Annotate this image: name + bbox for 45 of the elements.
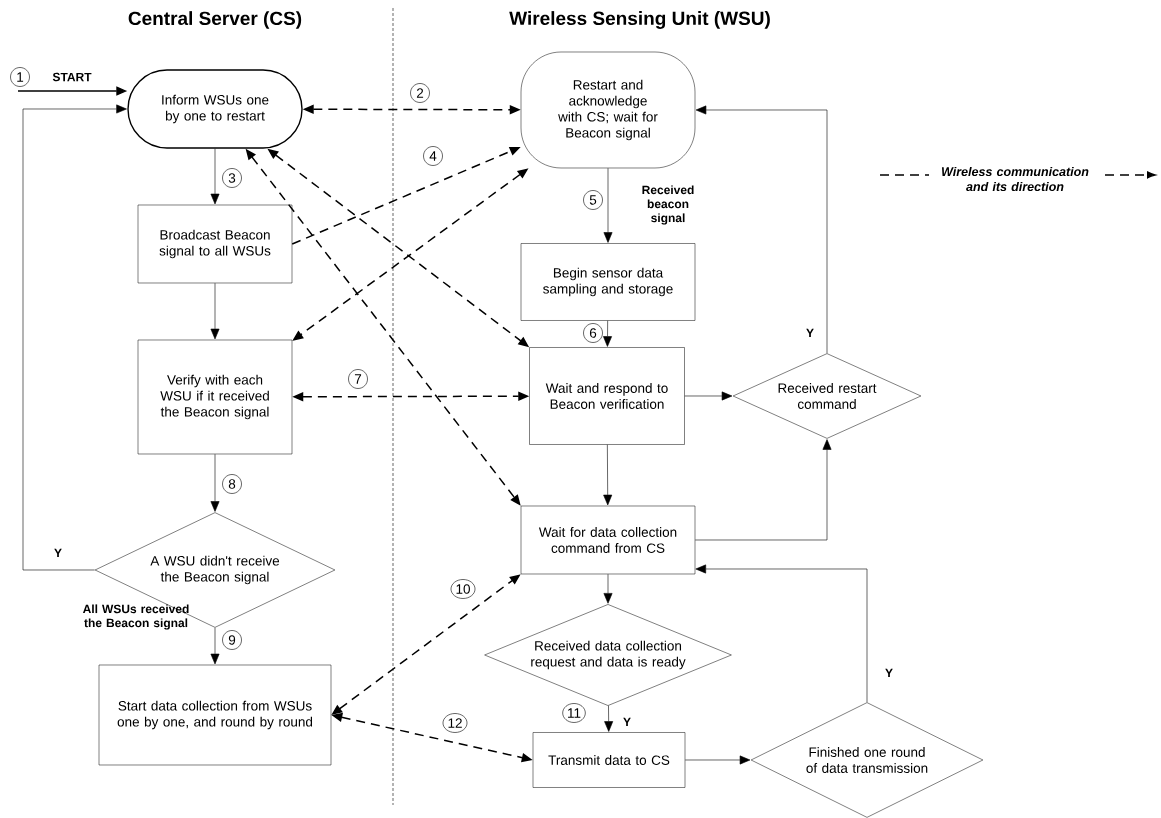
step-number: 5 — [583, 190, 603, 210]
process-box: Transmit data to CS — [532, 732, 686, 788]
step-number: 8 — [222, 474, 242, 494]
column-heading: Central Server (CS) — [128, 11, 302, 29]
terminal-box: Inform WSUs one by one to restart — [127, 69, 303, 149]
column-heading: Wireless Sensing Unit (WSU) — [509, 11, 770, 29]
process-box: Begin sensor data sampling and storage — [520, 243, 696, 321]
arrow — [210, 282, 220, 340]
start-label: START — [52, 72, 92, 82]
process-box: Wait and respond to Beacon verification — [529, 347, 685, 445]
arrow — [604, 705, 614, 732]
branch-label: Y — [623, 717, 631, 727]
arrow — [603, 320, 612, 347]
process-box: Wait for data collection command from CS — [520, 505, 696, 575]
branch-label: Y — [806, 328, 814, 338]
arrow — [684, 755, 751, 765]
terminal-box: Restart and acknowledge with CS; wait for Beacon signal — [520, 51, 696, 169]
step-number: 6 — [583, 323, 603, 343]
arrow — [603, 167, 613, 243]
step-number: 1 — [10, 67, 30, 87]
arrow — [210, 148, 220, 205]
process-box: Broadcast Beacon signal to all WSUs — [137, 204, 293, 284]
arrow — [22, 104, 127, 571]
arrow — [695, 564, 868, 703]
step-number: 10 — [450, 579, 476, 599]
step-number: 11 — [562, 703, 586, 723]
step-number: 7 — [348, 369, 368, 389]
step-number: 12 — [442, 713, 468, 733]
arrow — [210, 627, 220, 665]
arrow — [695, 105, 828, 354]
process-box: Verify with each WSU if it received the Beacon signal — [137, 339, 293, 455]
arrow — [210, 453, 220, 512]
step-number: 4 — [423, 146, 443, 166]
legend-text: Wireless communication and its direction — [929, 165, 1101, 193]
step-number: 3 — [222, 168, 242, 188]
arrow — [603, 444, 613, 506]
step-number: 2 — [410, 83, 430, 103]
step-number: 9 — [222, 630, 242, 650]
arrow — [684, 391, 733, 401]
process-box: Start data collection from WSUs one by one, and round by round — [98, 664, 332, 766]
arrow — [603, 573, 613, 604]
arrow — [694, 439, 832, 541]
branch-label: Y — [54, 548, 62, 558]
condition-label: Received beacon signal — [642, 185, 694, 225]
branch-label: Y — [885, 668, 893, 678]
